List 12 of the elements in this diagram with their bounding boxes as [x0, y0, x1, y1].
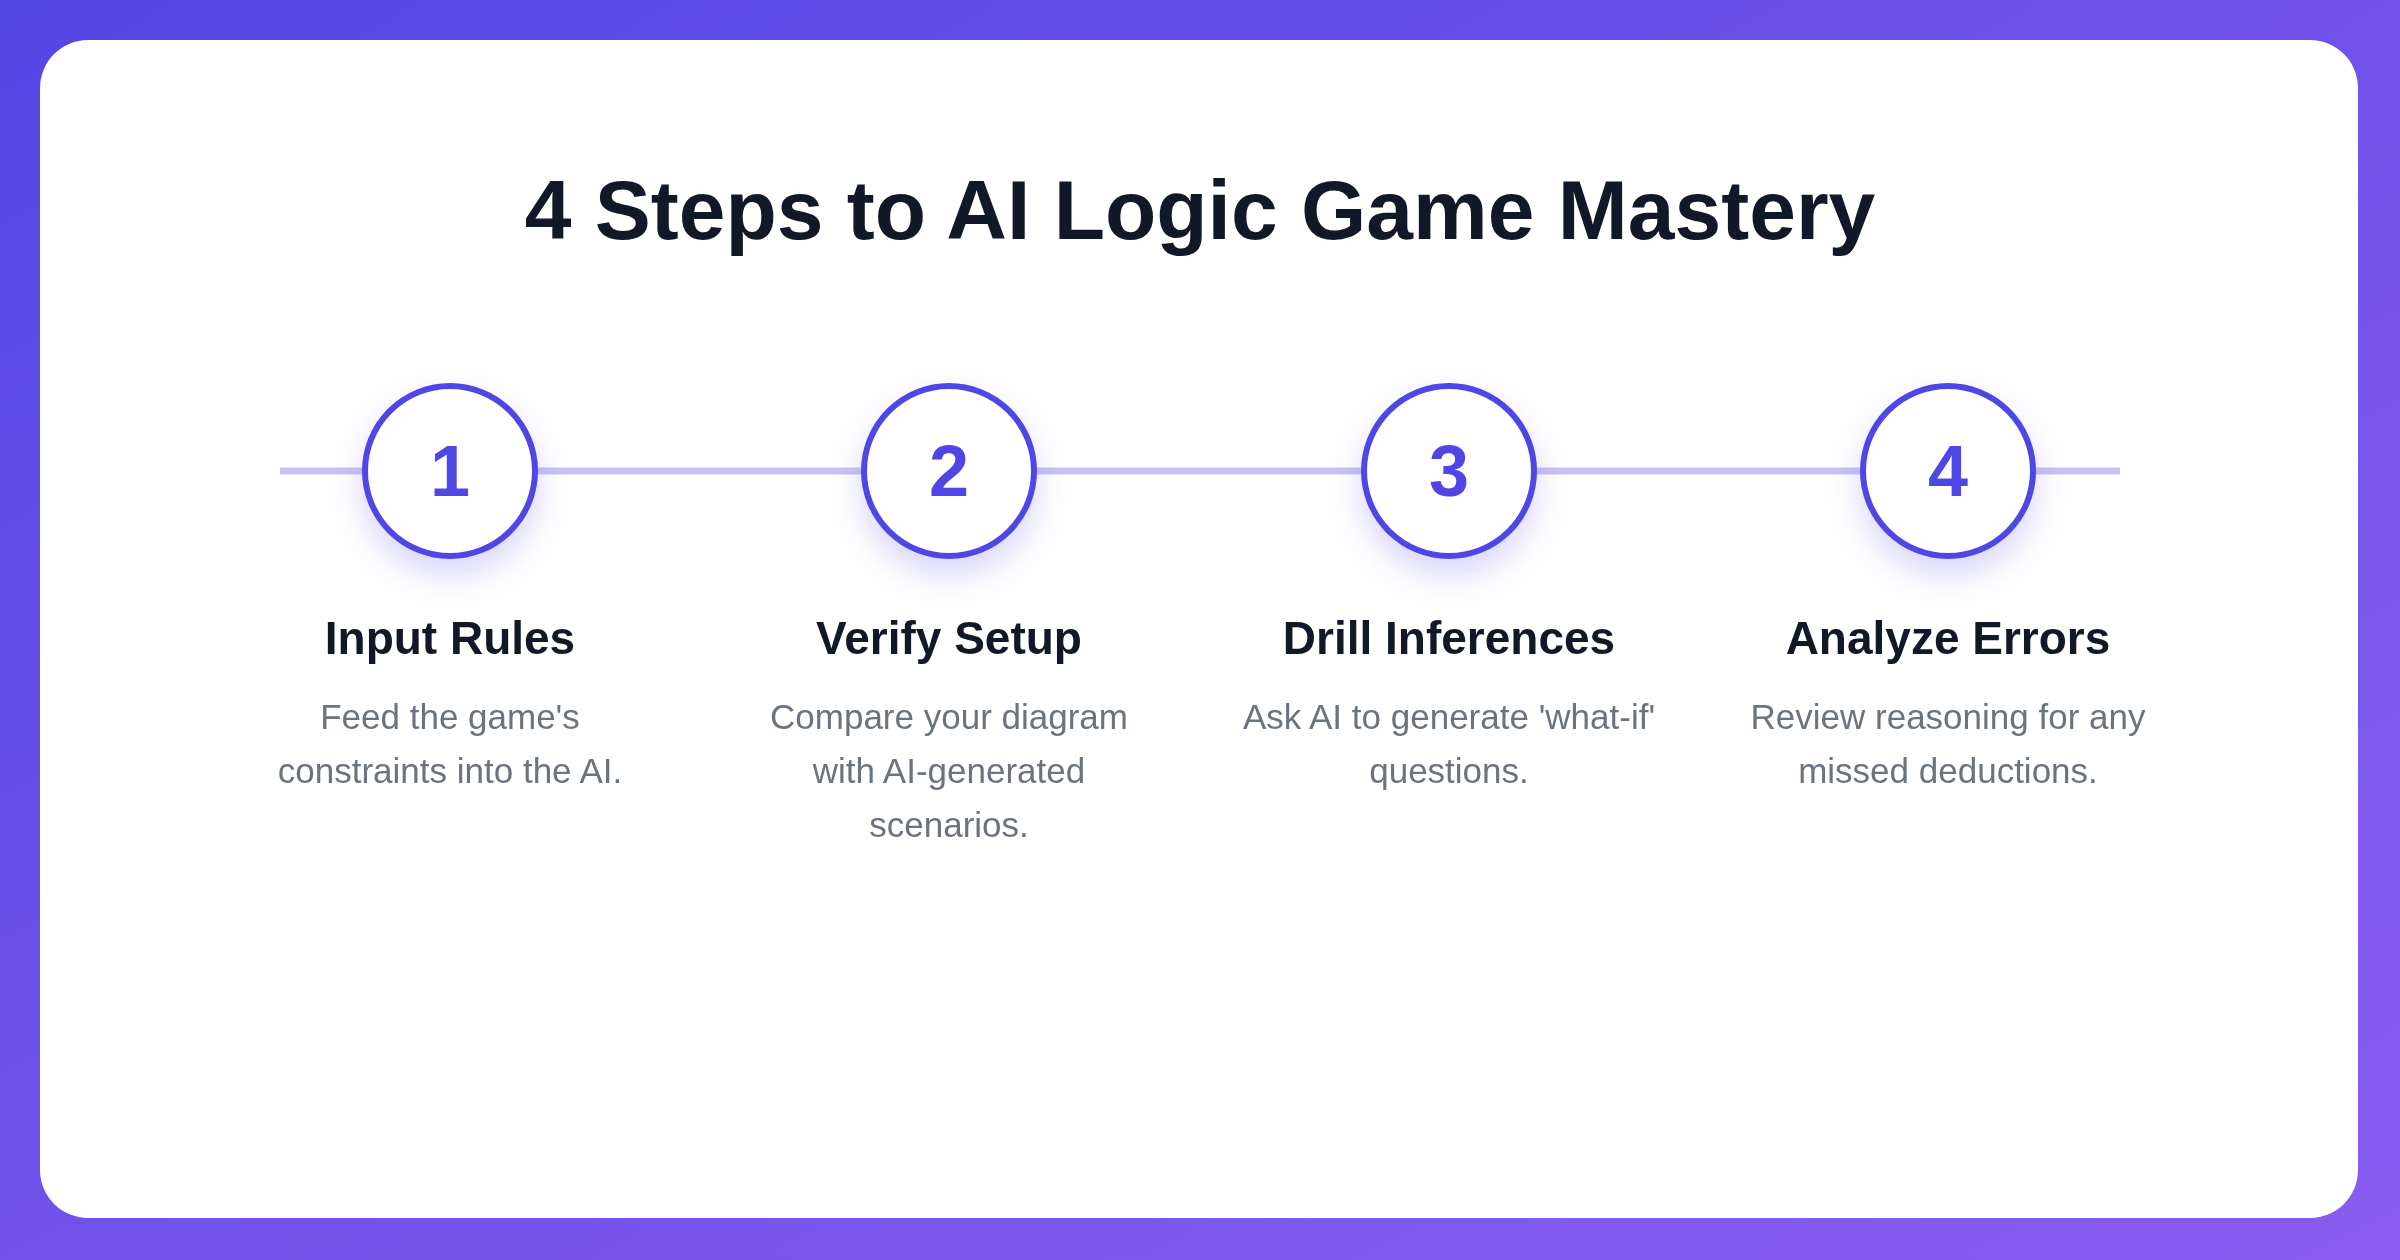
step-title: Analyze Errors: [1784, 611, 2112, 666]
connector-line: [1037, 467, 1361, 475]
connector-line: [1537, 467, 1860, 475]
step-title: Input Rules: [323, 611, 577, 666]
step-description: Ask AI to generate 'what-if' questions.: [1241, 696, 1657, 792]
step-title: Drill Inferences: [1281, 611, 1617, 666]
step-title: Verify Setup: [815, 611, 1083, 666]
step-description: Review reasoning for any missed deductions.: [1749, 696, 2147, 792]
step-description: Feed the game's constraints into the AI.: [276, 696, 624, 792]
title: 4 Steps to AI Logic Game Mastery: [523, 162, 1877, 259]
step-description: Compare your diagram with AI-generated scenarios.: [769, 696, 1129, 846]
connector-line: [538, 467, 861, 475]
